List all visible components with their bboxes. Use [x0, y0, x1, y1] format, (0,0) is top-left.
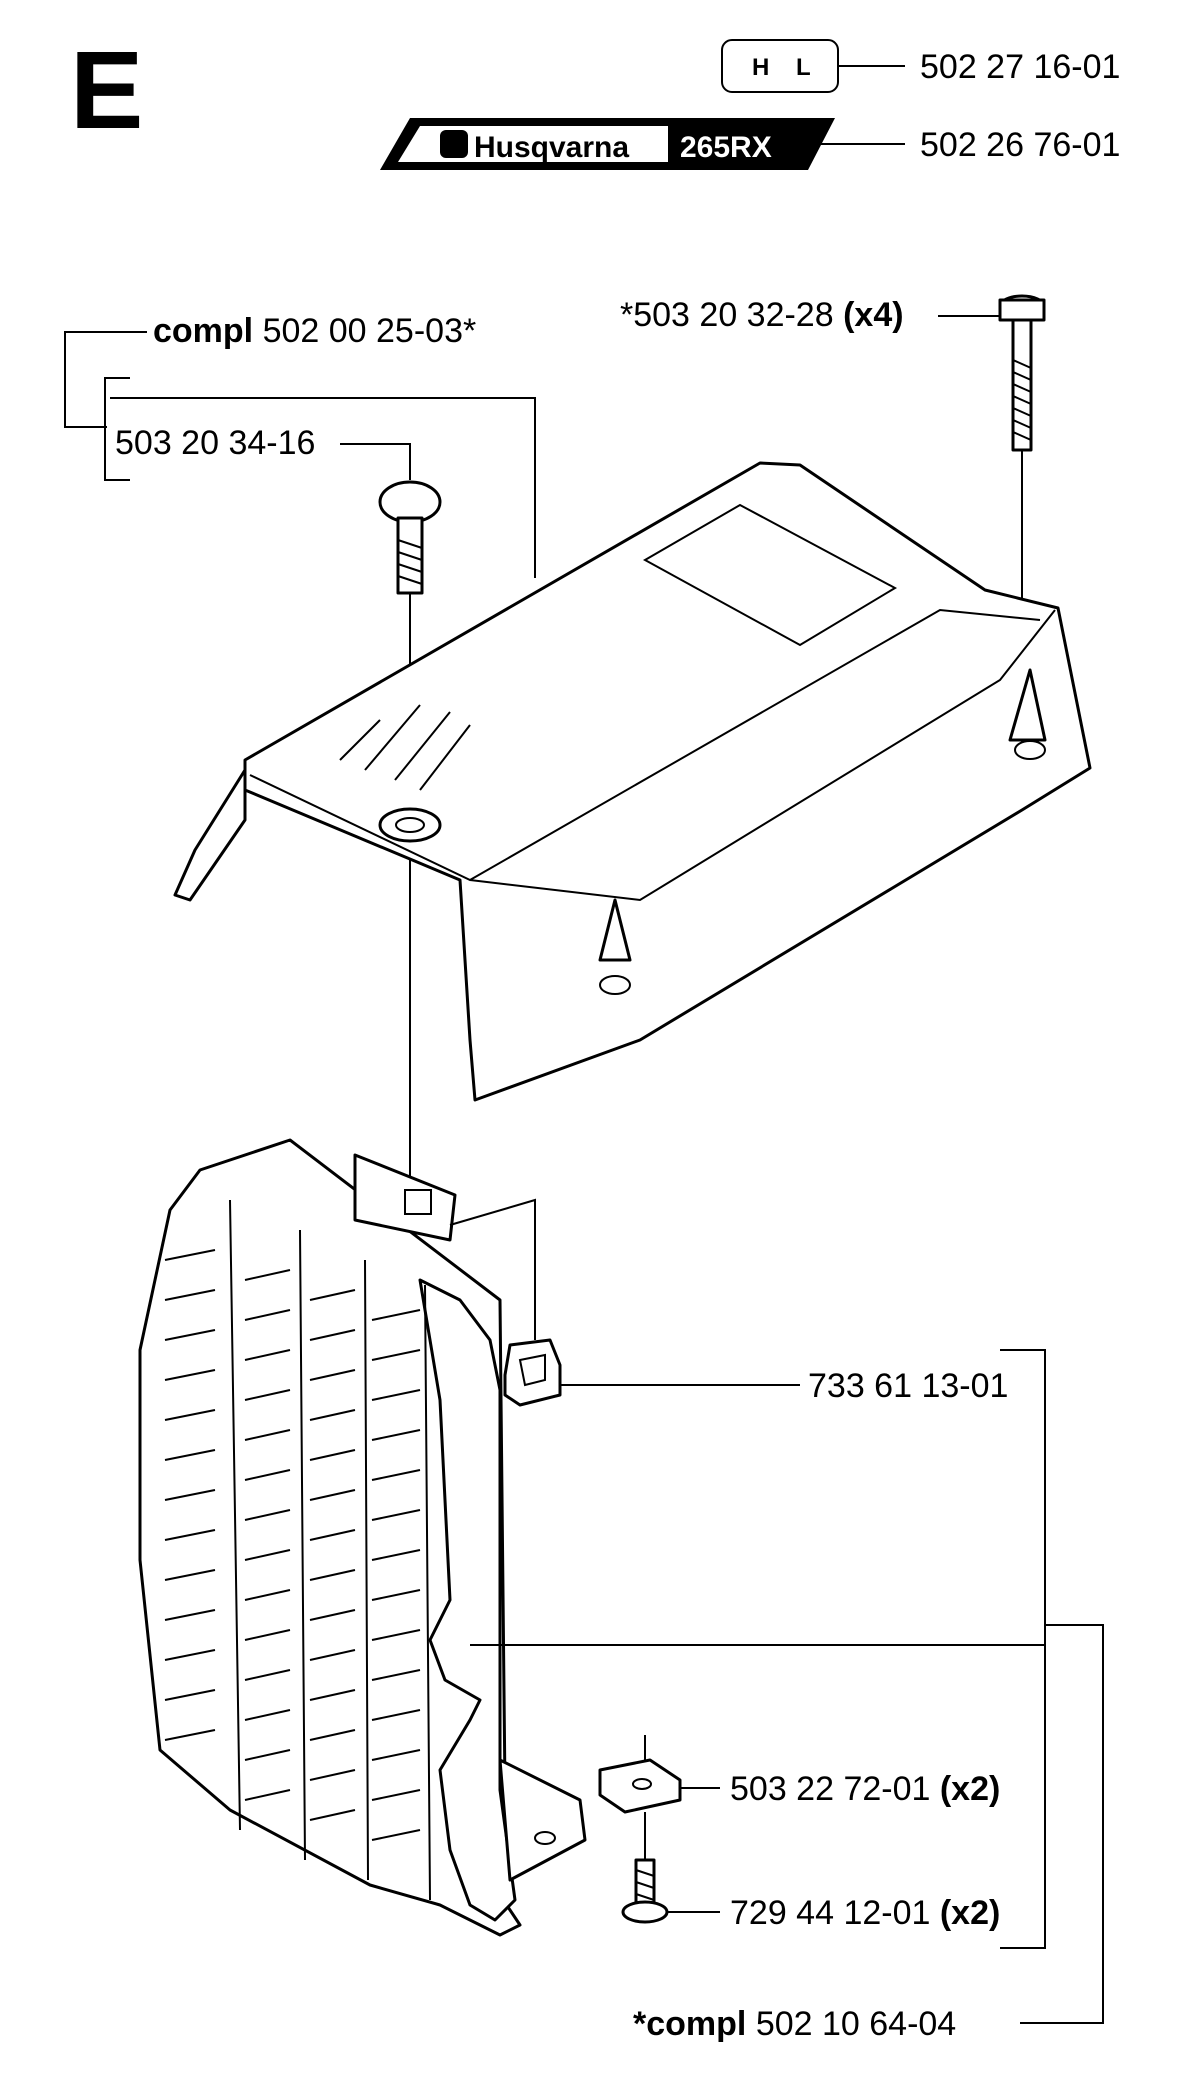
cover-compl-prefix: compl [153, 312, 253, 350]
cover-group-bracket [104, 377, 130, 481]
husqvarna-logo-icon [440, 130, 468, 158]
muffler-compl-prefix: *compl [633, 2005, 746, 2043]
husqvarna-decal: Husqvarna 265RX [380, 118, 835, 170]
cover-compl-number: 502 00 25-03* [263, 312, 477, 350]
nut-clip-number: 503 22 72-01 [730, 1770, 930, 1808]
cover-leader [110, 397, 536, 578]
hl-part-number: 502 27 16-01 [920, 48, 1120, 86]
nut-clip-qty: (x2) [940, 1770, 1000, 1808]
clip-part [503, 1338, 562, 1407]
screw-qty: (x2) [940, 1894, 1000, 1932]
bolt-label: *503 20 32-28 (x4) [620, 296, 904, 334]
nut-clip-part [598, 1758, 682, 1814]
cover-compl-bracket [64, 331, 147, 428]
muffler-compl-bracket [1020, 1624, 1104, 2024]
screw-label: 729 44 12-01 (x2) [730, 1894, 1000, 1932]
muffler-guard [138, 1138, 587, 1937]
bolt-qty: (x4) [843, 296, 903, 334]
cover-screw-label: 503 20 34-16 [115, 424, 315, 462]
bolt-part [998, 294, 1046, 452]
muffler-compl-label: *compl 502 10 64-04 [633, 2005, 956, 2043]
hl-decal: H L [721, 39, 839, 93]
cover-compl-label: compl 502 00 25-03* [153, 312, 476, 350]
husqvarna-brand: Husqvarna [474, 131, 629, 164]
husqvarna-part-number: 502 26 76-01 [920, 126, 1120, 164]
screw-number: 729 44 12-01 [730, 1894, 930, 1932]
husqvarna-model: 265RX [680, 131, 772, 164]
hl-decal-text: H L [752, 54, 821, 81]
muffler-group-bracket [1000, 1349, 1046, 1949]
cover-screw-part [378, 480, 442, 595]
cover-screw-leader [340, 443, 411, 480]
section-letter: E [70, 29, 143, 152]
clip-label: 733 61 13-01 [808, 1367, 1008, 1405]
bolt-number: *503 20 32-28 [620, 296, 834, 334]
screw-part [621, 1858, 669, 1924]
nut-clip-label: 503 22 72-01 (x2) [730, 1770, 1000, 1808]
clip-guide [449, 1198, 536, 1340]
cylinder-cover [173, 461, 1092, 1102]
muffler-compl-number: 502 10 64-04 [756, 2005, 956, 2043]
